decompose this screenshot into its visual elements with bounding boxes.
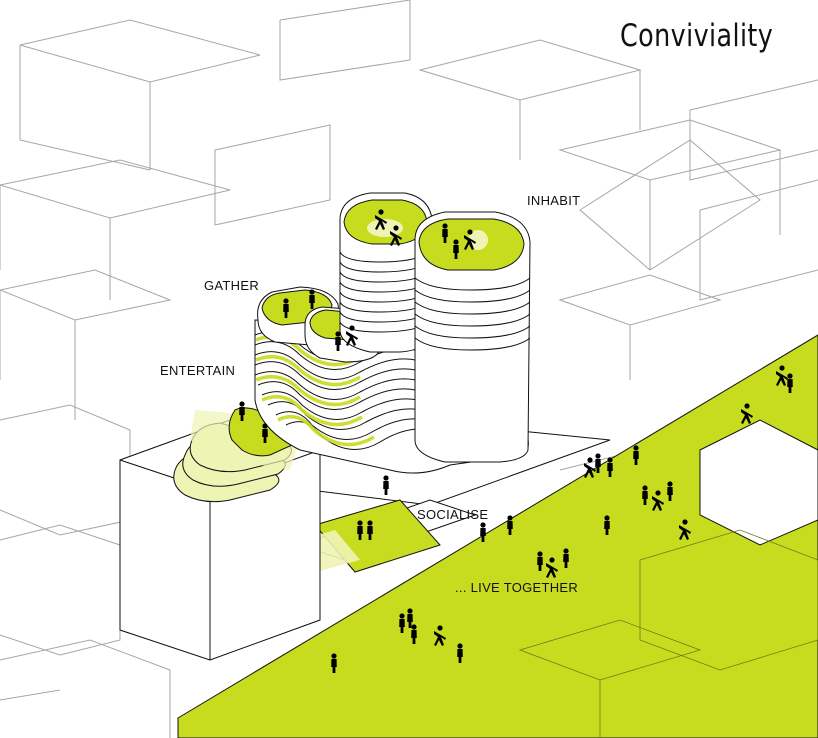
label-socialise: SOCIALISE xyxy=(417,507,489,522)
label-live-together: ... LIVE TOGETHER xyxy=(455,580,579,595)
label-gather: GATHER xyxy=(204,278,260,293)
label-entertain: ENTERTAIN xyxy=(160,363,236,378)
page-title: Conviviality xyxy=(620,18,774,54)
label-inhabit: INHABIT xyxy=(527,193,581,208)
street-band xyxy=(177,334,818,738)
entertain-podium xyxy=(119,407,321,661)
